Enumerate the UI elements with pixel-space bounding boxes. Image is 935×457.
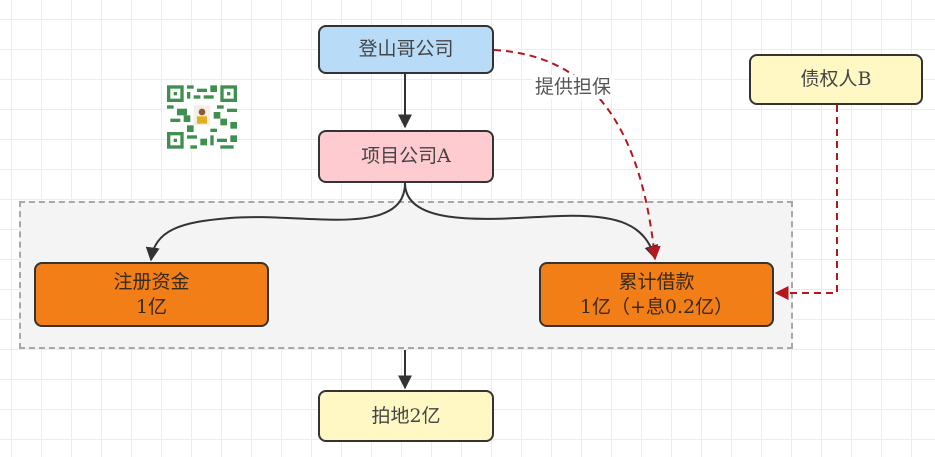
node-label: 登山哥公司 — [358, 38, 454, 60]
node-label: 拍地2亿 — [371, 404, 441, 427]
qr-code-icon — [167, 85, 237, 149]
node-label-line1: 累计借款 — [618, 270, 695, 293]
node-label-line2: 1亿 — [135, 295, 168, 318]
node-creditor[interactable]: 债权人B — [749, 54, 923, 105]
node-label: 债权人B — [800, 68, 872, 90]
edge-label-guarantee: 提供担保 — [532, 75, 615, 99]
node-parent-company[interactable]: 登山哥公司 — [318, 25, 494, 74]
node-registered-capital[interactable]: 注册资金 1亿 — [34, 262, 269, 327]
node-label-line1: 注册资金 — [113, 270, 190, 293]
node-label-line2: 1亿（+息0.2亿） — [579, 295, 734, 318]
node-label: 项目公司A — [361, 145, 451, 167]
node-project-company[interactable]: 项目公司A — [318, 130, 494, 183]
node-cumulative-loan[interactable]: 累计借款 1亿（+息0.2亿） — [539, 262, 774, 327]
node-land-purchase[interactable]: 拍地2亿 — [318, 390, 494, 442]
